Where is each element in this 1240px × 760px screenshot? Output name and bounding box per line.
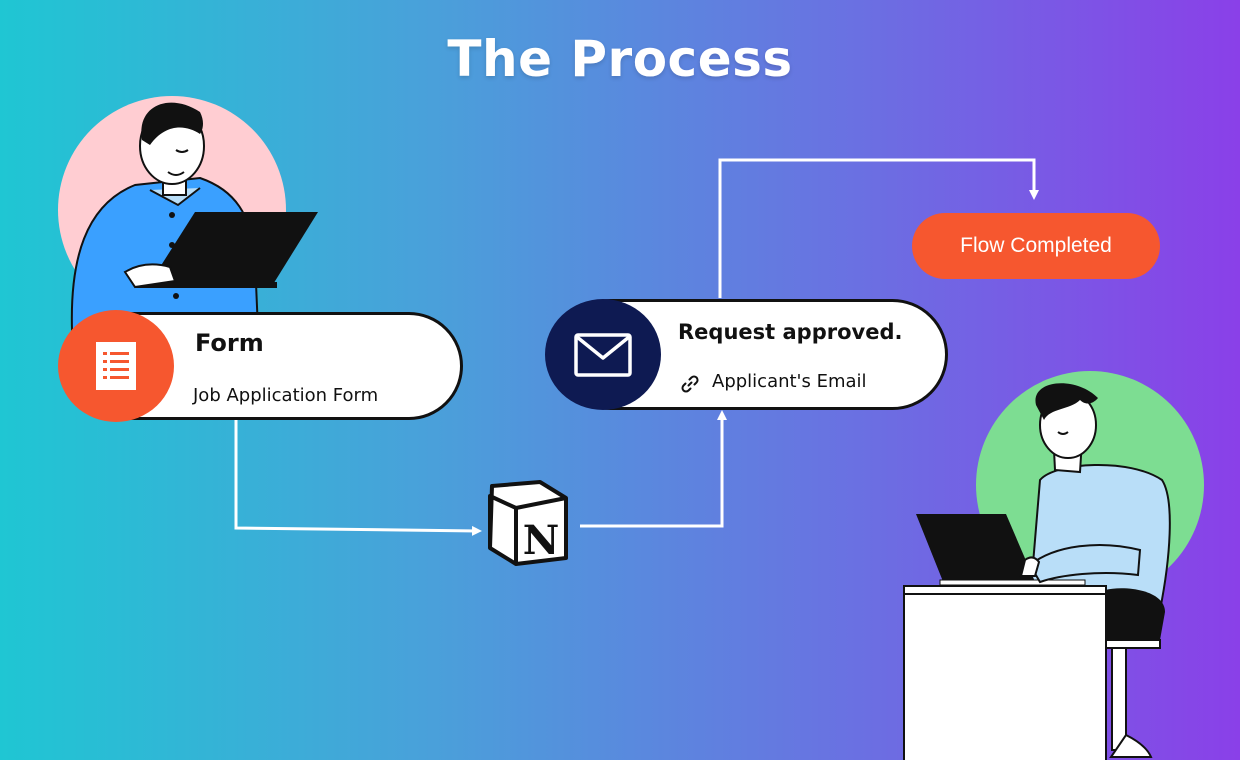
envelope-icon bbox=[545, 299, 661, 410]
connector-notion-to-email bbox=[580, 410, 727, 528]
notion-glyph: N bbox=[523, 517, 560, 564]
connector-form-to-notion bbox=[234, 420, 482, 536]
form-card-subtitle: Job Application Form bbox=[193, 385, 379, 406]
email-card-title: Request approved. bbox=[678, 320, 903, 344]
notion-logo-icon: N bbox=[482, 478, 572, 570]
email-card-subtitle: Applicant's Email bbox=[712, 371, 867, 392]
form-card-title: Form bbox=[195, 329, 264, 357]
flow-completed-badge: Flow Completed bbox=[912, 213, 1160, 279]
connector-email-to-completed bbox=[718, 158, 1039, 298]
form-list-icon bbox=[58, 310, 174, 422]
link-icon bbox=[680, 374, 700, 394]
page-title: The Process bbox=[447, 30, 793, 88]
